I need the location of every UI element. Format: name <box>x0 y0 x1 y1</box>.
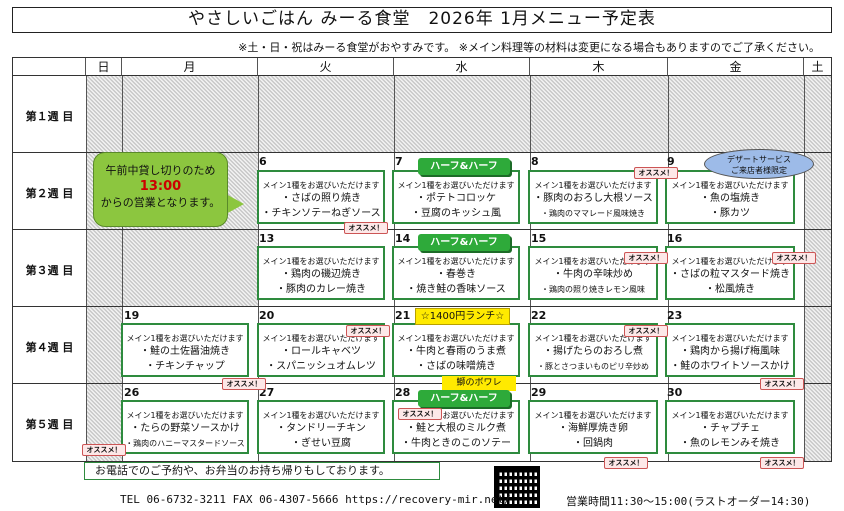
menu-cell-6: メイン1種をお選びいただけます ・さばの照り焼き ・チキンソテーねぎソース <box>257 170 385 224</box>
half-half-badge-7: ハーフ&ハーフ <box>418 158 510 175</box>
date-6: 6 <box>259 155 267 168</box>
day-header-wed: 水 <box>394 58 530 76</box>
menu-cell-29: メイン1種をお選びいただけます ・海鮮厚焼き卵 ・回鍋肉 <box>528 400 658 454</box>
closed-notice-bubble: 午前中貸し切りのため 13:00 からの営業となります。 <box>93 152 228 227</box>
recommend-tag: オススメ！ <box>634 167 678 179</box>
corner-header <box>13 58 86 76</box>
week-label-5: 第５週 目 <box>25 418 74 431</box>
date-19: 19 <box>124 309 140 322</box>
date-15: 15 <box>531 232 547 245</box>
half-half-badge-28: ハーフ&ハーフ <box>418 390 510 407</box>
qr-code-icon[interactable] <box>494 466 540 508</box>
date-30: 30 <box>667 386 683 399</box>
menu-cell-30: メイン1種をお選びいただけます ・チャプチェ ・魚のレモンみそ焼き <box>665 400 795 454</box>
menu-cell-23: メイン1種をお選びいただけます ・鶏肉から揚げ梅風味 ・鮭のホワイトソースかけ <box>665 323 795 377</box>
recommend-tag: オススメ！ <box>604 457 648 469</box>
date-29: 29 <box>531 386 547 399</box>
day-header-tue: 火 <box>258 58 394 76</box>
menu-cell-13: メイン1種をお選びいただけます ・鶏肉の磯辺焼き ・豚肉のカレー焼き <box>257 246 385 300</box>
date-7: 7 <box>395 155 403 168</box>
recommend-tag: オススメ！ <box>624 325 668 337</box>
date-9: 9 <box>667 155 675 168</box>
buri-badge: 鰤のボワレ <box>442 376 516 391</box>
recommend-tag: オススメ！ <box>398 408 442 420</box>
date-21: 21 <box>395 309 411 322</box>
day-header-mon: 月 <box>122 58 258 76</box>
menu-cell-7: メイン1種をお選びいただけます ・ポテトコロッケ ・豆腐のキッシュ風 <box>392 170 520 224</box>
recommend-tag: オススメ！ <box>344 222 388 234</box>
menu-cell-26: メイン1種をお選びいただけます ・たらの野菜ソースかけ ・鶏肉のハニーマスタード… <box>121 400 249 454</box>
date-26: 26 <box>124 386 140 399</box>
day-header-sat: 土 <box>804 58 831 76</box>
closed-sunday <box>86 76 122 461</box>
closed-saturday <box>804 76 831 461</box>
week-label-3: 第３週 目 <box>25 264 74 277</box>
notice-text: ※土・日・祝はみーる食堂がおやすみです。 ※メイン料理等の材料は変更になる場合も… <box>238 41 820 54</box>
half-half-badge-14: ハーフ&ハーフ <box>418 234 510 251</box>
day-header-thu: 木 <box>530 58 668 76</box>
date-22: 22 <box>531 309 547 322</box>
recommend-tag: オススメ！ <box>82 444 126 456</box>
closed-jan12 <box>122 230 258 307</box>
special-lunch-badge: ☆1400円ランチ☆ <box>415 308 510 325</box>
menu-cell-27: メイン1種をお選びいただけます ・タンドリーチキン ・ぎせい豆腐 <box>257 400 385 454</box>
menu-cell-14: メイン1種をお選びいただけます ・春巻き ・焼き鮭の香味ソース <box>392 246 520 300</box>
recommend-tag: オススメ！ <box>760 457 804 469</box>
menu-cell-8: メイン1種をお選びいただけます ・豚肉のおろし大根ソース ・鶏肉のママレード風味… <box>528 170 658 224</box>
date-14: 14 <box>395 232 411 245</box>
date-8: 8 <box>531 155 539 168</box>
date-28: 28 <box>395 386 411 399</box>
week-label-4: 第４週 目 <box>25 341 74 354</box>
recommend-tag: オススメ！ <box>222 378 266 390</box>
recommend-tag: オススメ！ <box>624 252 668 264</box>
recommend-tag: オススメ！ <box>760 378 804 390</box>
week-label-1: 第１週 目 <box>25 110 74 123</box>
date-16: 16 <box>667 232 683 245</box>
week-label-2: 第２週 目 <box>25 187 74 200</box>
contact-info: TEL 06-6732-3211 FAX 06-4307-5666 https:… <box>120 493 511 506</box>
takeout-note: お電話でのご予約や、お弁当のお持ち帰りもしております。 <box>84 462 440 480</box>
date-23: 23 <box>667 309 683 322</box>
date-20: 20 <box>259 309 275 322</box>
menu-cell-28: メイン1種をお選びいただけます ・鮭と大根のミルク煮 ・牛肉ときのこのソテー <box>392 400 520 454</box>
menu-cell-19: メイン1種をお選びいただけます ・鮭の土佐醤油焼き ・チキンチャップ <box>121 323 249 377</box>
dessert-service-badge: デザートサービス ご来店者様限定 <box>704 149 814 179</box>
menu-cell-21: メイン1種をお選びいただけます ・牛肉と春雨のうま煮 ・さばの味噌焼き <box>392 323 520 377</box>
business-hours: 営業時間11:30～15:00(ラストオーダー14:30) <box>566 495 811 508</box>
date-13: 13 <box>259 232 275 245</box>
page-title: やさしいごはん みーる食堂 2026年 1月メニュー予定表 <box>12 7 832 33</box>
recommend-tag: オススメ！ <box>772 252 816 264</box>
day-header-sun: 日 <box>86 58 122 76</box>
day-header-fri: 金 <box>668 58 804 76</box>
recommend-tag: オススメ！ <box>346 325 390 337</box>
bubble-tail <box>226 194 244 214</box>
closed-week1 <box>122 76 804 153</box>
